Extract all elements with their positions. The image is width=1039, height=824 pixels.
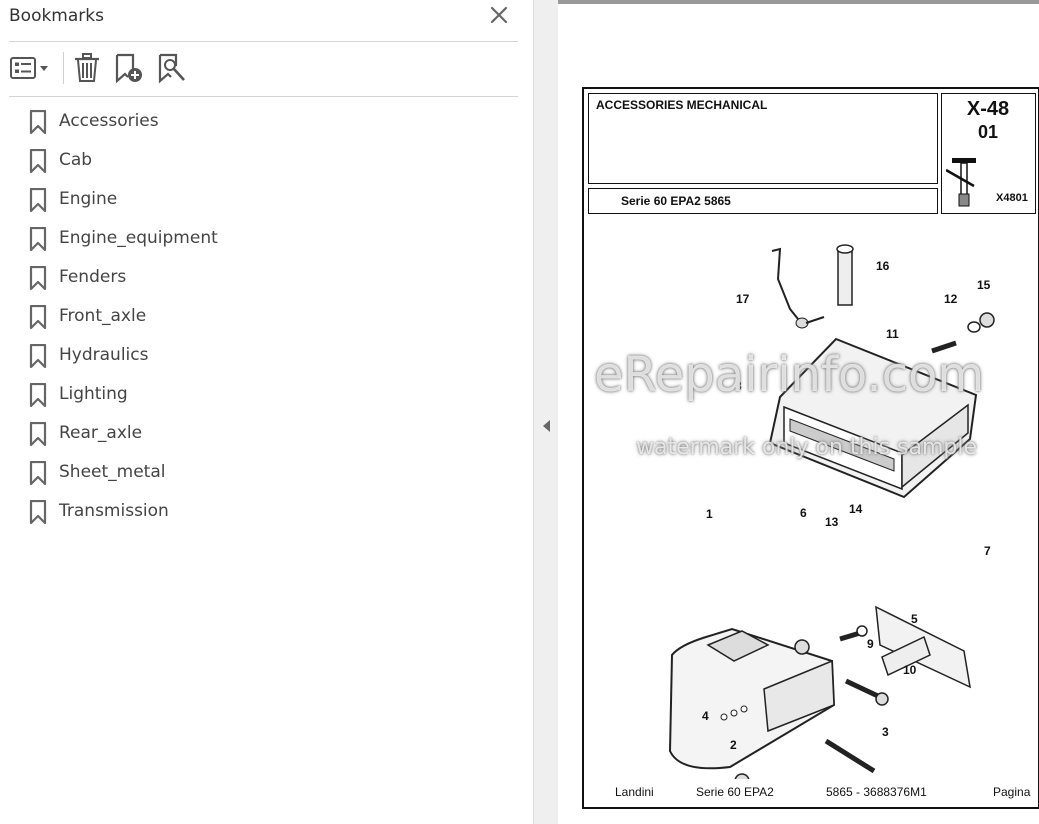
part-number: 17 (736, 292, 750, 306)
part-number: 10 (903, 663, 917, 677)
part-number: 12 (944, 292, 958, 306)
divider (9, 96, 518, 97)
toolbar-separator (63, 52, 64, 84)
bookmark-item[interactable]: Lighting (27, 381, 507, 409)
bookmark-icon (29, 149, 47, 173)
section-title: ACCESSORIES MECHANICAL (596, 98, 768, 112)
series-box: Serie 60 EPA2 5865 (588, 188, 938, 214)
part-number: 1 (706, 507, 713, 521)
part-number: 8 (735, 379, 742, 393)
bookmark-item[interactable]: Sheet_metal (27, 459, 507, 487)
bookmark-icon (29, 110, 47, 134)
bookmark-label: Engine_equipment (59, 228, 218, 248)
bookmark-label: Hydraulics (59, 345, 149, 365)
bookmark-item[interactable]: Cab (27, 147, 507, 175)
part-number: 6 (800, 506, 807, 520)
close-icon[interactable] (487, 3, 511, 27)
part-number: 14 (849, 502, 863, 516)
bookmark-label: Cab (59, 150, 93, 170)
bookmark-icon (29, 383, 47, 407)
part-number: 13 (825, 515, 839, 529)
bookmark-icon (29, 422, 47, 446)
viewer-top-border (558, 0, 1039, 4)
page-sub: 01 (977, 122, 999, 142)
bookmark-label: Front_axle (59, 306, 147, 326)
page-code-box: X-48 01 X4801 (941, 93, 1036, 214)
bookmark-add-icon (115, 53, 142, 84)
bookmark-icon (29, 461, 47, 485)
bookmark-item[interactable]: Rear_axle (27, 420, 507, 448)
bookmark-icon (29, 227, 47, 251)
footer-series: Serie 60 EPA2 (696, 785, 774, 799)
bookmark-label: Transmission (59, 501, 169, 521)
bookmark-label: Accessories (59, 111, 159, 131)
part-number: 4 (702, 709, 709, 723)
bookmark-label: Fenders (59, 267, 127, 287)
footer-brand: Landini (615, 785, 654, 799)
delete-bookmark-button[interactable] (72, 52, 102, 84)
lifting-pin-icon (946, 158, 976, 207)
bookmark-label: Rear_axle (59, 423, 143, 443)
part-number: 16 (876, 259, 890, 273)
figure-code: X4801 (996, 192, 1028, 204)
bookmark-icon (29, 266, 47, 290)
trash-icon (75, 53, 99, 82)
part-number: 3 (882, 725, 889, 739)
bookmark-label: Engine (59, 189, 118, 209)
series-label: Serie 60 EPA2 5865 (621, 194, 731, 208)
panel-title: Bookmarks (9, 6, 104, 26)
bookmark-search-icon (158, 53, 185, 84)
bookmark-item[interactable]: Transmission (27, 498, 507, 526)
title-box: ACCESSORIES MECHANICAL (588, 93, 938, 184)
bookmark-item[interactable]: Front_axle (27, 303, 507, 331)
bookmark-item[interactable]: Accessories (27, 108, 507, 136)
bookmarks-panel: Bookmarks (9, 3, 518, 526)
bookmark-item[interactable]: Engine (27, 186, 507, 214)
bookmark-item[interactable]: Hydraulics (27, 342, 507, 370)
bookmark-item[interactable]: Fenders (27, 264, 507, 292)
page-code: X-48 (966, 98, 1010, 120)
options-button[interactable] (9, 52, 53, 84)
divider (9, 41, 518, 42)
bookmark-label: Sheet_metal (59, 462, 166, 482)
watermark-subtext: watermark only on this sample (636, 435, 978, 460)
part-number: 15 (977, 278, 991, 292)
part-number: 11 (886, 327, 899, 341)
bookmark-label: Lighting (59, 384, 128, 404)
part-number: 2 (730, 738, 737, 752)
bookmark-icon (29, 500, 47, 524)
bookmark-icon (29, 188, 47, 212)
document-viewer[interactable]: ACCESSORIES MECHANICAL Serie 60 EPA2 586… (558, 0, 1039, 824)
bookmark-item[interactable]: Engine_equipment (27, 225, 507, 253)
part-number: 7 (984, 544, 991, 558)
bookmark-icon (29, 305, 47, 329)
part-number: 9 (867, 637, 874, 651)
document-page: ACCESSORIES MECHANICAL Serie 60 EPA2 586… (582, 87, 1039, 809)
list-options-icon (10, 57, 48, 79)
collapse-panel-icon[interactable] (541, 419, 551, 433)
find-bookmark-button[interactable] (156, 52, 188, 84)
footer-model-code: 5865 - 3688376M1 (826, 785, 927, 799)
panel-splitter[interactable] (533, 0, 558, 824)
add-bookmark-button[interactable] (113, 52, 145, 84)
part-number: 5 (911, 612, 918, 626)
watermark-text: eRepairinfo.com (594, 347, 985, 403)
bookmark-icon (29, 344, 47, 368)
footer-page-label: Pagina (993, 785, 1031, 799)
exploded-parts-diagram (668, 244, 995, 779)
